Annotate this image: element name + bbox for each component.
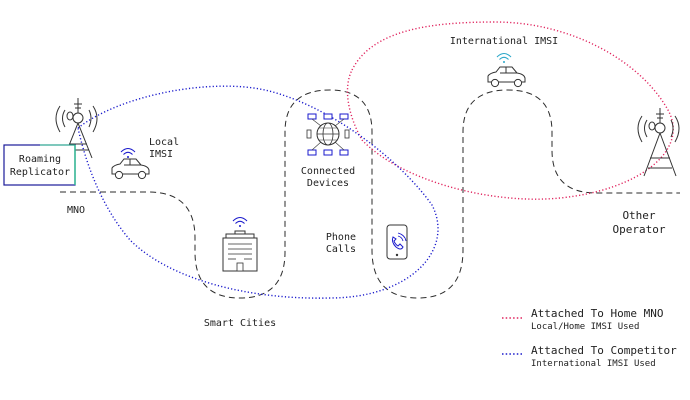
phone-calls-label-2: Calls	[326, 244, 356, 255]
other-operator-label-2: Operator	[613, 223, 666, 236]
roaming-replicator-label-1: Roaming	[19, 154, 61, 165]
connected-devices-label-2: Devices	[307, 178, 349, 189]
building-icon	[222, 230, 258, 272]
wifi-signal-icon	[232, 216, 248, 227]
phone-icon	[386, 224, 408, 260]
road-surface	[60, 81, 680, 307]
road-center-line	[60, 89, 680, 299]
local-imsi-label-1: Local	[149, 137, 179, 148]
legend-competitor-title: Attached To Competitor	[531, 344, 677, 357]
road	[60, 81, 680, 307]
legend-home-subtitle: Local/Home IMSI Used	[531, 322, 639, 332]
international-imsi-label: International IMSI	[450, 36, 558, 47]
smart-cities-label: Smart Cities	[204, 318, 276, 329]
local-imsi-label-2: IMSI	[149, 149, 173, 160]
legend-competitor-subtitle: International IMSI Used	[531, 359, 656, 369]
home-mno-coverage-curve	[346, 21, 674, 200]
car-icon	[111, 158, 150, 180]
connected-devices-label-1: Connected	[301, 166, 355, 177]
other-operator-label-1: Other	[622, 209, 655, 222]
mno-tower-icon	[55, 98, 98, 159]
other-operator-tower-icon	[637, 108, 680, 177]
competitor-coverage-curve	[77, 85, 439, 299]
wifi-signal-icon	[496, 52, 512, 63]
roaming-replicator-box: Roaming Replicator	[3, 144, 76, 186]
mno-label: MNO	[67, 205, 85, 216]
connected-devices-icon	[306, 113, 350, 156]
roaming-replicator-label-2: Replicator	[10, 167, 70, 178]
phone-calls-label-1: Phone	[326, 232, 356, 243]
car-icon	[487, 66, 526, 88]
wifi-signal-icon	[120, 147, 136, 158]
legend: Attached To Home MNO Local/Home IMSI Use…	[502, 307, 677, 369]
legend-home-title: Attached To Home MNO	[531, 307, 663, 320]
